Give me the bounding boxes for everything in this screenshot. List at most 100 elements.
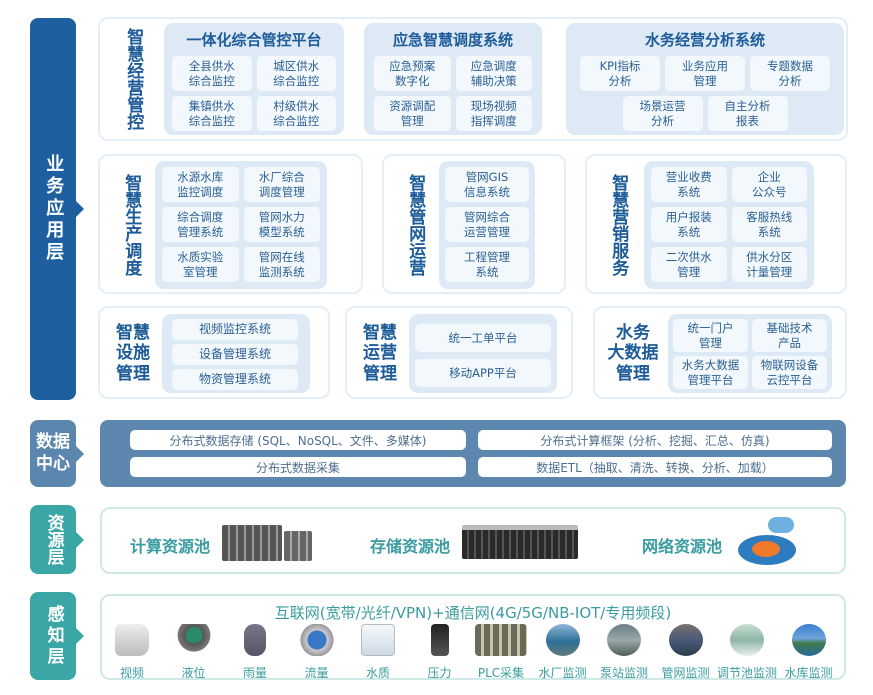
storage-array-icon — [462, 525, 578, 559]
layer-label-text: 业务应用层 — [43, 154, 65, 264]
system-item[interactable]: 管网GIS 信息系统 — [445, 167, 529, 202]
group-label: 智慧管网运营 — [405, 174, 426, 276]
flowmeter-icon — [299, 624, 334, 656]
panel-title: 水务经营分析系统 — [644, 31, 765, 49]
system-item[interactable]: 自主分析 报表 — [707, 96, 788, 131]
panel: 水源水库 监控调度水厂综合 调度管理综合调度 管理系统管网水力 模型系统水质实验… — [155, 161, 327, 289]
rain-gauge-icon — [244, 624, 266, 656]
sensor-label: 管网监测 — [661, 666, 710, 680]
pump-station-photo-icon — [607, 624, 641, 656]
sensor-item: 雨量 — [225, 624, 285, 681]
panel: 统一门户 管理基础技术 产品水务大数据 管理平台物联网设备 云控平台 — [668, 314, 832, 393]
sensor-item: 水质 — [348, 624, 408, 681]
system-item[interactable]: 工程管理 系统 — [445, 247, 529, 282]
system-item[interactable]: 视频监控系统 — [172, 319, 298, 340]
panel: 营业收费 系统企业 公众号用户报装 系统客服热线 系统二次供水 管理供水分区 计… — [644, 161, 814, 289]
system-item[interactable]: 水厂综合 调度管理 — [243, 167, 320, 202]
network-cloud-icon — [738, 517, 796, 567]
distributed-collection: 分布式数据采集 — [130, 457, 466, 477]
system-item[interactable]: 应急调度 辅助决策 — [455, 56, 532, 91]
system-item[interactable]: 管网综合 运营管理 — [445, 207, 529, 242]
system-item[interactable]: 营业收费 系统 — [651, 167, 727, 202]
sensing-layer-box: 互联网(宽带/光纤/VPN)+通信网(4G/5G/NB-IOT/专用频段) 视频… — [100, 594, 846, 680]
pressure-sensor-icon — [430, 624, 449, 656]
smart-production-group: 智慧生产调度 水源水库 监控调度水厂综合 调度管理综合调度 管理系统管网水力 模… — [98, 154, 363, 294]
system-item[interactable]: 场景运营 分析 — [622, 96, 703, 131]
sensor-label: 流量 — [304, 666, 329, 680]
group-label: 智慧 运营 管理 — [363, 322, 397, 384]
sensor-label: 视频 — [119, 666, 144, 680]
panel: 视频监控系统设备管理系统物资管理系统 — [162, 314, 310, 393]
camera-icon — [115, 624, 149, 656]
smart-marketing-group: 智慧营销服务 营业收费 系统企业 公众号用户报装 系统客服热线 系统二次供水 管… — [585, 154, 847, 294]
system-item[interactable]: 企业 公众号 — [731, 167, 807, 202]
server-rack-icon — [222, 519, 314, 565]
system-item[interactable]: 移动APP平台 — [415, 359, 551, 387]
system-item[interactable]: 基础技术 产品 — [752, 319, 827, 352]
big-data-group: 水务 大数据 管理 统一门户 管理基础技术 产品水务大数据 管理平台物联网设备 … — [593, 306, 847, 399]
water-plant-photo-icon — [545, 624, 580, 656]
group-label: 智慧经营管控 — [123, 28, 144, 130]
smart-operation-control-group: 智慧经营管控 一体化综合管控平台 全县供水 综合监控城区供水 综合监控集镇供水 … — [98, 17, 848, 141]
system-item[interactable]: 统一工单平台 — [415, 324, 551, 352]
system-item[interactable]: 资源调配 管理 — [374, 96, 451, 131]
system-item[interactable]: 城区供水 综合监控 — [256, 56, 336, 91]
smart-pipe-network-group: 智慧管网运营 管网GIS 信息系统管网综合 运营管理工程管理 系统 — [382, 154, 566, 294]
sensor-item: 液位 — [164, 624, 224, 681]
layer-label-data-center: 数据中心 — [30, 420, 84, 487]
group-label: 智慧营销服务 — [608, 174, 629, 276]
distributed-computing: 分布式计算框架 (分析、挖掘、汇总、仿真) — [478, 430, 832, 450]
system-item[interactable]: 水源水库 监控调度 — [162, 167, 239, 202]
sensor-label: 水质 — [365, 666, 390, 680]
system-item[interactable]: 设备管理系统 — [172, 344, 298, 365]
layer-label-text: 数据中心 — [36, 432, 70, 474]
system-item[interactable]: 物资管理系统 — [172, 369, 298, 390]
system-item[interactable]: 水质实验 室管理 — [162, 247, 239, 282]
group-label: 智慧 设施 管理 — [116, 322, 150, 384]
sensor-item: 流量 — [287, 624, 347, 681]
layer-label-sensing: 感知层 — [30, 592, 84, 680]
layer-label-application: 业务应用层 — [30, 18, 84, 400]
regulating-pool-photo-icon — [730, 624, 764, 656]
sensor-item: 管网监测 — [656, 624, 716, 681]
system-item[interactable]: 管网水力 模型系统 — [243, 207, 320, 242]
sensor-item: 调节池监测 — [717, 624, 777, 681]
system-item[interactable]: 水务大数据 管理平台 — [673, 356, 748, 389]
system-item[interactable]: 二次供水 管理 — [651, 247, 727, 282]
network-title: 互联网(宽带/光纤/VPN)+通信网(4G/5G/NB-IOT/专用频段) — [274, 604, 672, 622]
reservoir-photo-icon — [791, 624, 826, 656]
sensor-item: PLC采集 — [471, 624, 531, 681]
resource-layer-box: 计算资源池 存储资源池 网络资源池 — [100, 507, 846, 574]
system-item[interactable]: 物联网设备 云控平台 — [752, 356, 827, 389]
panel-title: 应急智慧调度系统 — [392, 31, 513, 49]
panel-emergency-dispatch: 应急智慧调度系统 应急预案 数字化应急调度 辅助决策资源调配 管理现场视频 指挥… — [364, 23, 542, 135]
system-item[interactable]: 专题数据 分析 — [750, 56, 830, 91]
system-item[interactable]: 集镇供水 综合监控 — [172, 96, 252, 131]
system-item[interactable]: 村级供水 综合监控 — [256, 96, 336, 131]
layer-label-text: 资源层 — [43, 514, 64, 565]
system-item[interactable]: 用户报装 系统 — [651, 207, 727, 242]
distributed-storage: 分布式数据存储 (SQL、NoSQL、文件、多媒体) — [130, 430, 466, 450]
panel: 管网GIS 信息系统管网综合 运营管理工程管理 系统 — [439, 161, 535, 289]
panel-title: 一体化综合管控平台 — [186, 31, 322, 49]
panel: 统一工单平台移动APP平台 — [409, 314, 557, 393]
sensor-item: 水厂监测 — [533, 624, 593, 681]
system-item[interactable]: 供水分区 计量管理 — [731, 247, 807, 282]
system-item[interactable]: 现场视频 指挥调度 — [455, 96, 532, 131]
group-label: 智慧生产调度 — [121, 174, 142, 276]
layer-label-text: 感知层 — [43, 604, 64, 668]
plc-icon — [475, 624, 527, 656]
system-item[interactable]: 统一门户 管理 — [673, 319, 748, 352]
smart-operations-group: 智慧 运营 管理 统一工单平台移动APP平台 — [345, 306, 573, 399]
sensor-label: PLC采集 — [477, 666, 525, 680]
system-item[interactable]: 全县供水 综合监控 — [172, 56, 252, 91]
system-item[interactable]: 业务应用 管理 — [665, 56, 745, 91]
system-item[interactable]: 综合调度 管理系统 — [162, 207, 239, 242]
sensor-item: 视频 — [102, 624, 162, 681]
sensor-item: 泵站监测 — [594, 624, 654, 681]
system-item[interactable]: KPI指标 分析 — [580, 56, 660, 91]
system-item[interactable]: 管网在线 监测系统 — [243, 247, 320, 282]
system-item[interactable]: 客服热线 系统 — [731, 207, 807, 242]
system-item[interactable]: 应急预案 数字化 — [374, 56, 451, 91]
panel-integrated-platform: 一体化综合管控平台 全县供水 综合监控城区供水 综合监控集镇供水 综合监控村级供… — [164, 23, 344, 135]
